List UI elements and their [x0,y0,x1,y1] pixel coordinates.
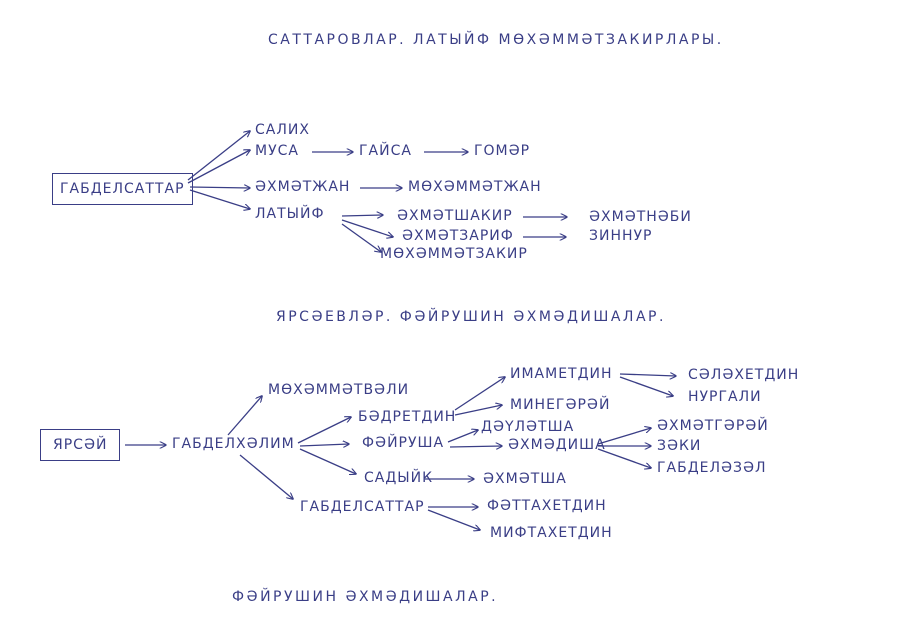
node-sadyik: САДЫЙК [364,470,434,486]
node-minegaray: МИНЕГӘРӘЙ [510,397,611,413]
node-gabdelhalim: ГАБДЕЛХӘЛИМ [172,436,295,452]
arrow-latyif-mohammetzakir [341,223,381,252]
node-ahmetzarif: ӘХМӘТЗАРИФ [402,228,514,244]
heading-sattarovlar: САТТАРОВЛАР. ЛАТЫЙФ МӨХӘММӘТЗАКИРЛАРЫ. [268,32,724,48]
node-dauletsha: ДӘҮЛӘТША [481,419,575,435]
arrow-gabdelsattar-salih [187,131,250,181]
arrow-gabdelsattar-ahmetzhan [189,187,250,188]
arrow-ahmadisha-ahmetgaray [597,428,651,445]
node-ahmetnabi: ӘХМӘТНӘБИ [589,209,692,225]
heading-yarsaevlar: ЯРСӘЕВЛӘР. ФӘЙРУШИН ӘХМӘДИШАЛАР. [276,309,666,325]
node-fattahetdin: ФӘТТАХЕТДИН [487,498,607,514]
arrow-latyif-ahmetshakir [341,215,383,216]
arrow-gabdelsattar-latyif [189,189,250,209]
arrow-imametdin-salahetdin [619,374,676,376]
node-nurgali: НУРГАЛИ [688,389,762,405]
arrow-fairusha-dauletsha [447,430,478,443]
node-gomer: ГОМӘР [474,143,531,159]
arrow-gabdelhalim-sadyik [299,448,356,474]
node-miftahetdin: МИФТАХЕТДИН [490,525,613,541]
node-zinnur: ЗИННУР [589,228,653,244]
node-ahmetsha: ӘХМӘТША [483,471,567,487]
node-ahmetzhan: ӘХМӘТЖАН [255,179,351,195]
node-salih: САЛИХ [255,122,310,138]
arrow-gabdelsattar-miftahetdin [427,509,480,530]
arrow-gabdelhalim-badretdin [297,417,351,444]
arrow-ahmadisha-gabdelazal [597,448,651,468]
node-latyif: ЛАТЫЙФ [255,206,325,222]
node-ahmetshakir: ӘХМӘТШАКИР [397,208,513,224]
node-ahmetgaray: ӘХМӘТГӘРӘЙ [657,418,769,434]
node-root-yarsay: ЯРСӘЙ [40,429,121,461]
node-fairusha: ФӘЙРУША [362,435,445,451]
node-salahetdin: СӘЛӘХЕТДИН [688,367,800,383]
node-gabdelazal: ГАБДЕЛӘЗӘЛ [657,460,767,476]
node-imametdin: ИМАМЕТДИН [510,366,613,382]
node-mohammetzhan: МӨХӘММӘТЖАН [408,179,542,195]
arrow-imametdin-nurgali [619,376,673,396]
node-gabdelsattar: ГАБДЕЛСАТТАР [300,499,425,515]
node-gaisa: ГАЙСА [359,143,412,159]
node-zaki: ЗӘКИ [657,438,702,454]
arrow-gabdelhalim-gabdelsattar [239,454,293,499]
arrow-gabdelsattar-musa [187,150,250,184]
node-ahmadisha: ӘХМӘДИША [508,437,606,453]
arrow-gabdelhalim-mohammetvali [227,396,262,436]
node-root-gabdelsattar: ГАБДЕЛСАТТАР [52,173,193,205]
node-badretdin: БӘДРЕТДИН [358,409,457,425]
arrow-gabdelhalim-fairusha [299,444,349,446]
node-musa: МУСА [255,143,299,159]
arrow-badretdin-imametdin [454,377,505,411]
arrow-fairusha-ahmadisha [449,446,502,447]
node-mohammetzakir: МӨХӘММӘТЗАКИР [380,246,528,262]
arrow-badretdin-minegaray [454,405,502,416]
arrow-latyif-ahmetzarif [341,219,393,237]
node-mohammetvali: МӨХӘММӘТВӘЛИ [268,382,410,398]
heading-fairushin: ФӘЙРУШИН ӘХМӘДИШАЛАР. [232,589,499,605]
